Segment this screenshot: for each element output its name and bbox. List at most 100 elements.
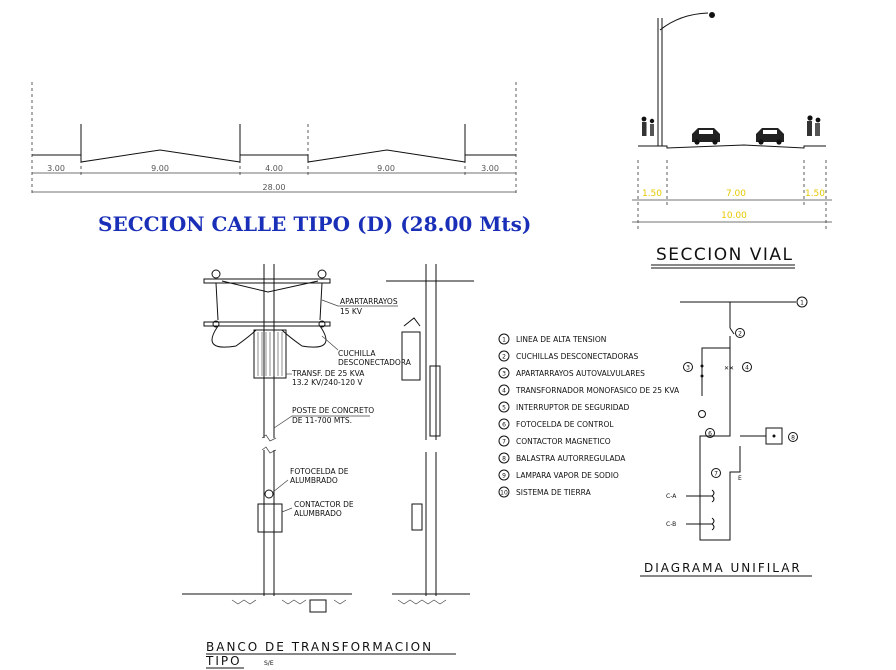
dim-label: 3.00 [481,164,499,173]
car-icon [692,128,720,145]
mark-6-icon [705,428,715,438]
mark-1-icon [796,296,808,308]
conductor [215,280,323,321]
mark-4-icon [742,362,752,372]
mark-1: 1 [800,300,804,307]
dim-total-label: 10.00 [721,211,747,221]
legend-number: 7 [502,439,506,446]
crossarm [203,278,331,284]
lamp-arm [659,12,709,31]
legend-number-icon [498,367,510,379]
legend-item-text: SISTEMA DE TIERRA [516,488,592,497]
label-photocell-2: ALUMBRADO [290,476,338,485]
legend-item-text: APARTARRAYOS AUTOVALVULARES [516,369,645,378]
insulator-icon [211,269,221,279]
coil-symbol [711,489,715,503]
conduit [429,365,441,437]
dim-label: 4.00 [265,164,283,173]
ballast-box-icon [765,427,783,445]
dim-label: 1.50 [805,189,825,199]
knife-switch-symbol [729,327,735,335]
coil-symbol [711,517,715,531]
legend-number: 4 [502,388,506,395]
label-contactor-2: ALUMBRADO [294,509,342,518]
conductor-loop [211,325,257,348]
pedestrian-icon [641,116,655,136]
label-transformer: TRANSF. DE 25 KVA [291,369,365,378]
branch [701,336,731,396]
mark-2: 2 [738,331,742,338]
ground-icon [698,410,706,418]
legend-number-icon [498,384,510,396]
lamp-head-icon [709,12,715,18]
label-concrete-pole-2: DE 11-700 MTS. [292,416,352,425]
street-section: 3.00 9.00 4.00 9.00 3.00 28.00 SECCION C… [31,82,531,236]
side-view-pole [386,264,474,605]
single-line-title: DIAGRAMA UNIFILAR [644,561,802,575]
label-concrete-pole: POSTE DE CONCRETO [292,406,374,415]
transformer-bank-title: BANCO DE TRANSFORMACION [206,640,433,654]
conductor-loop [281,325,327,348]
legend-item-text: FOTOCELDA DE CONTROL [516,420,614,429]
label-photocell: FOTOCELDA DE [290,467,349,476]
dim-label: 9.00 [377,164,395,173]
legend-number-icon [498,435,510,447]
dim-label: 1.50 [642,189,662,199]
switch-label: E [738,475,742,482]
legend-number: 9 [502,473,506,480]
legend-number-icon [498,452,510,464]
contactor-box-icon [257,503,283,533]
label-knife-switch: CUCHILLA [338,349,376,358]
legend-item-text: LAMPARA VAPOR DE SODIO [516,471,619,480]
legend-number-icon [498,401,510,413]
dim-total-label: 28.00 [263,183,286,192]
legend-item-text: TRANSFORNADOR MONOFASICO DE 25 KVA [515,386,680,395]
pole-break [261,434,277,442]
label-contactor: CONTACTOR DE [294,500,354,509]
legend-number: 8 [502,456,506,463]
legend-number: 5 [502,405,506,412]
mark-2-icon [735,328,745,338]
scale-label: S/E [264,660,274,667]
legend-number-icon [498,469,510,481]
mark-8-icon [788,432,798,442]
legend-number: 6 [502,422,506,429]
circuit-a-label: C-A [666,493,677,500]
circuit-b-label: C-B [666,521,676,528]
soil-hatch [231,599,347,605]
legend-number: 3 [502,371,506,378]
car-icon [756,128,784,145]
ground-rod-box-icon [309,599,327,613]
crossarm [203,321,331,327]
dim-label: 9.00 [151,164,169,173]
street-profile [32,124,516,163]
mark-4: 4 [745,365,749,372]
street-section-title: SECCION CALLE TIPO (D) (28.00 Mts) [98,212,531,236]
leader-line [273,415,370,429]
transformer-bank: APARTARRAYOS 15 KV CUCHILLA DESCONECTADO… [182,264,456,669]
road-section: 1.50 7.00 1.50 10.00 SECCION VIAL [632,12,832,269]
transformer-symbol: ✕✕ [724,365,734,372]
dim-label: 3.00 [47,164,65,173]
legend-number: 1 [502,337,506,344]
legend-number-icon [498,418,510,430]
insulator-icon [212,320,220,328]
legend-item-text: BALASTRA AUTORREGULADA [516,454,626,463]
legend-item-text: CUCHILLAS DESCONECTADORAS [516,352,638,361]
soil-hatch [397,599,447,605]
legend-number: 10 [500,490,508,497]
pedestrian-icon [807,115,821,136]
legend-number-icon [498,486,510,498]
road-profile [638,144,826,149]
knife-switch-icon [403,317,421,327]
transformer-side-icon [401,331,421,381]
arrester-symbol [700,374,704,378]
mark-3: 3 [686,365,690,372]
photocell-icon [264,489,274,499]
leader-line [321,335,339,351]
legend-number-icon [498,333,510,345]
label-surge-arrester: APARTARRAYOS [340,297,398,306]
mark-7: 7 [714,471,718,478]
label-knife-switch-2: DESCONECTADORA [338,358,412,367]
